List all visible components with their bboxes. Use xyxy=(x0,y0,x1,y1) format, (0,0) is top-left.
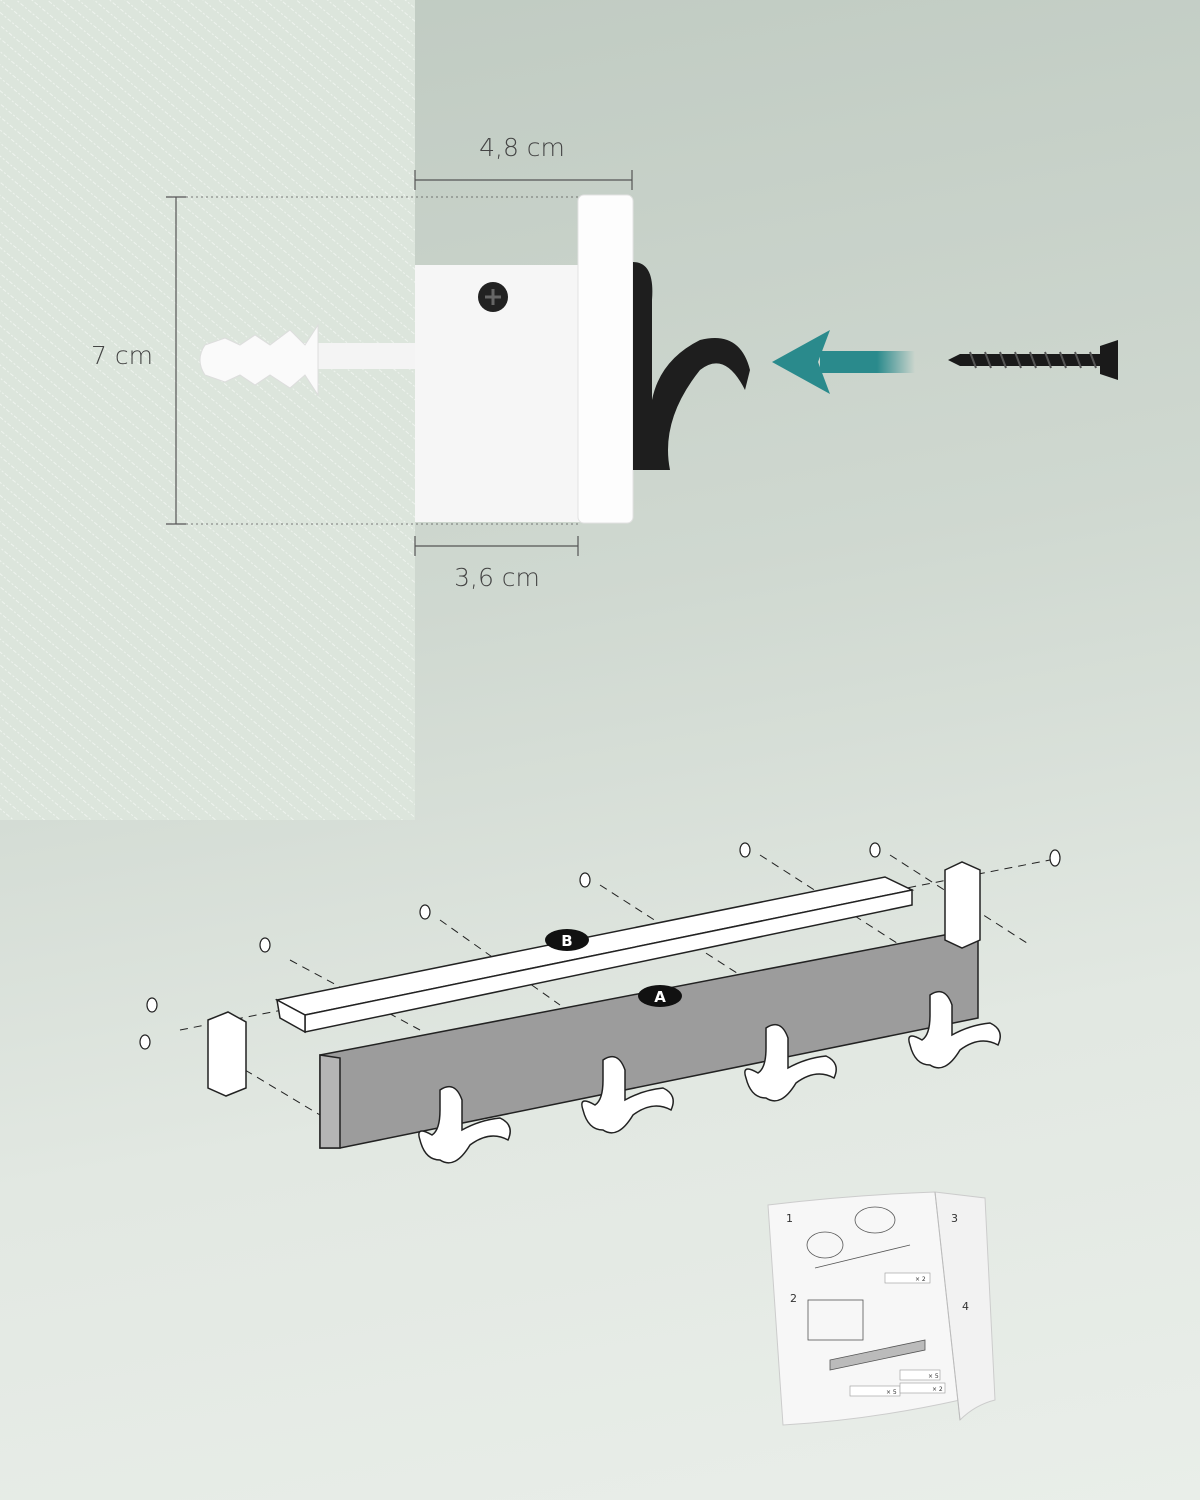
svg-text:B: B xyxy=(561,932,572,950)
end-block-right xyxy=(944,861,981,949)
board-a xyxy=(319,931,979,1149)
qty-1: × 2 xyxy=(915,1276,926,1283)
screw-head-icon xyxy=(478,282,508,312)
dimension-width xyxy=(414,170,633,190)
bracket-plate xyxy=(577,194,634,524)
qty-3: × 5 xyxy=(886,1389,897,1396)
wall-panel xyxy=(0,0,415,820)
assembly-diagram xyxy=(139,842,1061,1164)
screw-icon xyxy=(948,340,1118,380)
hook-icon xyxy=(633,262,750,470)
width-label: 4,8 cm xyxy=(479,133,565,162)
step-4: 4 xyxy=(962,1300,969,1313)
end-block-left xyxy=(207,1011,247,1097)
height-label: 7 cm xyxy=(91,341,153,370)
dimension-height xyxy=(166,196,578,525)
wall-anchor-icon xyxy=(199,323,418,397)
label-b: B xyxy=(545,929,589,951)
hooks xyxy=(418,990,1001,1164)
label-a: A xyxy=(638,985,682,1007)
loose-screws xyxy=(139,842,1061,1050)
qty-4: × 2 xyxy=(932,1386,943,1393)
arrow-left-icon xyxy=(772,330,915,394)
instruction-manual: 1 2 3 4 × 2 × 5 × 5 × 2 xyxy=(767,1191,996,1426)
step-2: 2 xyxy=(790,1292,797,1305)
depth-label: 3,6 cm xyxy=(454,563,540,592)
step-1: 1 xyxy=(786,1212,793,1225)
qty-2: × 5 xyxy=(928,1373,939,1380)
svg-text:A: A xyxy=(654,988,666,1006)
step-3: 3 xyxy=(951,1212,958,1225)
dimension-depth xyxy=(414,536,579,556)
